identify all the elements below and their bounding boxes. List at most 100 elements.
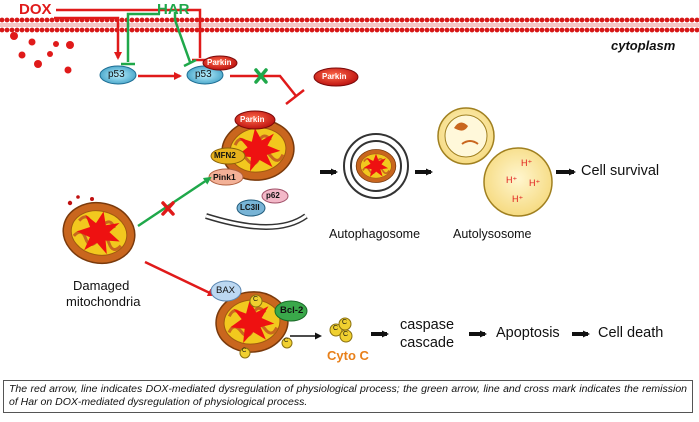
bax-protein [210,280,242,302]
membrane-lipid-head [544,27,550,33]
membrane-lipid-head [514,27,520,33]
membrane-lipid-head [579,27,585,33]
membrane-lipid-head [664,27,670,33]
membrane-lipid-head [39,17,45,23]
membrane-lipid-head [144,27,150,33]
membrane-lipid-head [154,17,160,23]
membrane-lipid-head [689,27,695,33]
membrane-lipid-head [474,27,480,33]
membrane-lipid-head [589,17,595,23]
membrane-lipid-head [164,27,170,33]
membrane-lipid-head [649,27,655,33]
membrane-lipid-head [24,27,30,33]
membrane-lipid-head [314,27,320,33]
membrane-lipid-head [659,27,665,33]
damaged-mitochondria [56,194,142,272]
membrane-lipid-head [549,27,555,33]
membrane-lipid-head [469,27,475,33]
membrane-lipid-head [164,17,170,23]
green-cross-mark-1 [254,68,268,84]
membrane-lipid-head [354,27,360,33]
membrane-lipid-head [259,17,265,23]
membrane-lipid-head [649,17,655,23]
membrane-lipid-head [74,27,80,33]
membrane-lipid-head [564,17,570,23]
membrane-lipid-head [494,27,500,33]
membrane-lipid-head [349,27,355,33]
membrane-lipid-head [404,27,410,33]
membrane-lipid-head [694,17,699,23]
membrane-lipid-head [599,17,605,23]
p53-parkin-inhibit [230,74,297,97]
membrane-lipid-head [629,27,635,33]
membrane-lipid-head [419,27,425,33]
membrane-lipid-head [294,27,300,33]
membrane-lipid-head [189,27,195,33]
membrane-lipid-head [224,27,230,33]
membrane-lipid-head [274,17,280,23]
caspase-label-line2: cascade [400,335,455,351]
membrane-lipid-head [424,27,430,33]
membrane-lipid-head [379,17,385,23]
membrane-lipid-head [29,27,35,33]
membrane-lipid-head [504,27,510,33]
membrane-lipid-head [159,27,165,33]
membrane-lipid-head [614,27,620,33]
caspase-label-line1: caspase [400,317,455,333]
dox-label: DOX [19,1,52,18]
parkin-label-on-p53: Parkin [207,58,232,67]
membrane-lipid-head [639,17,645,23]
membrane-lipid-head [594,17,600,23]
membrane-lipid-head [194,17,200,23]
apoptosis-label: Apoptosis [496,325,560,341]
membrane-lipid-head [99,27,105,33]
membrane-lipid-head [154,27,160,33]
membrane-lipid-head [484,17,490,23]
parkin-on-p53 [202,55,238,71]
parkin-on-mito [234,110,276,130]
membrane-lipid-head [514,17,520,23]
autophagosome-label: Autophagosome [329,227,421,241]
membrane-lipid-head [339,27,345,33]
membrane-lipid-head [464,17,470,23]
membrane-lipid-head [359,27,365,33]
membrane-lipid-head [519,27,525,33]
membrane-lipid-head [574,27,580,33]
membrane-lipid-head [329,17,335,23]
membrane-lipid-head [669,17,675,23]
membrane-lipid-head [284,27,290,33]
p53-label-1: p53 [108,69,125,80]
membrane-lipid-head [429,17,435,23]
membrane-lipid-head [679,17,685,23]
membrane-lipid-head [579,17,585,23]
membrane-lipid-head [29,17,35,23]
membrane-lipid-head [294,17,300,23]
membrane-lipid-head [674,17,680,23]
membrane-lipid-head [459,17,465,23]
membrane-lipid-head [689,17,695,23]
membrane-lipid-head [34,17,40,23]
membrane-lipid-head [434,27,440,33]
membrane-lipid-head [364,17,370,23]
membrane-lipid-head [634,17,640,23]
damage-particles [67,195,94,206]
red-cross-mark [161,201,175,216]
membrane-lipid-head [129,27,135,33]
membrane-lipid-head [319,17,325,23]
membrane-lipid-head [214,27,220,33]
membrane-lipid-head [404,17,410,23]
membrane-lipid-head [249,17,255,23]
damaged-label-line2: mitochondria [66,294,141,309]
membrane-lipid-head [554,27,560,33]
membrane-lipid-head [239,17,245,23]
membrane-lipid-head [49,17,55,23]
membrane-lipid-head [524,17,530,23]
membrane-lipid-head [214,17,220,23]
c-label-5: C [342,319,348,326]
membrane-lipid-head [239,27,245,33]
membrane-lipid-head [609,17,615,23]
membrane-lipid-head [44,27,50,33]
membrane-lipid-head [544,17,550,23]
membrane-lipid-head [184,17,190,23]
membrane-lipid-head [389,17,395,23]
